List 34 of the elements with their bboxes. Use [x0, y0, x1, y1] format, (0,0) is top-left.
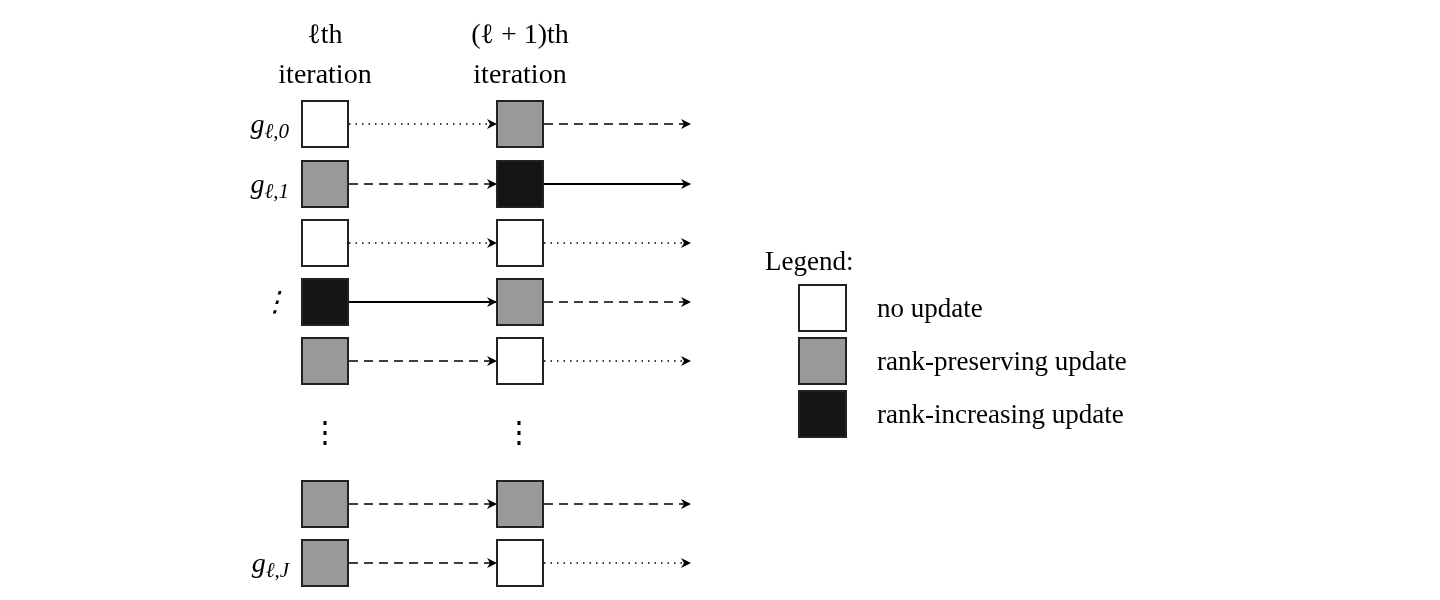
square-box — [496, 539, 544, 587]
square-box — [496, 337, 544, 385]
square-box — [496, 100, 544, 148]
ellipsis: ⋮ — [504, 414, 534, 450]
ellipsis: ⋮ — [310, 414, 340, 450]
square-box — [496, 160, 544, 208]
arrow — [543, 179, 691, 189]
square-box — [496, 480, 544, 528]
square-box — [301, 160, 349, 208]
legend-title: Legend: — [765, 245, 855, 278]
square-box — [301, 100, 349, 148]
arrow — [348, 499, 497, 509]
square-box — [301, 539, 349, 587]
arrow — [348, 356, 497, 366]
arrow — [348, 297, 497, 307]
arrow — [543, 499, 691, 509]
row-label: ⋮ — [261, 285, 289, 319]
square-box — [496, 278, 544, 326]
arrow — [348, 179, 497, 189]
row-label: g$_{ℓ,J}$ — [251, 546, 289, 581]
square-box — [301, 337, 349, 385]
square-box — [301, 219, 349, 267]
row-label: g$_{ℓ,0}$ — [250, 107, 289, 142]
legend-text: no update — [877, 291, 983, 325]
row-label: g$_{ℓ,1}$ — [250, 167, 289, 202]
square-box — [301, 480, 349, 528]
square-box — [301, 278, 349, 326]
arrow — [543, 119, 691, 129]
square-box — [496, 219, 544, 267]
legend-text: rank-increasing update — [877, 397, 1124, 431]
column-header: (ℓ + 1)th iteration — [470, 17, 570, 91]
arrow — [348, 558, 497, 568]
arrow — [543, 297, 691, 307]
legend-text: rank-preserving update — [877, 344, 1127, 378]
